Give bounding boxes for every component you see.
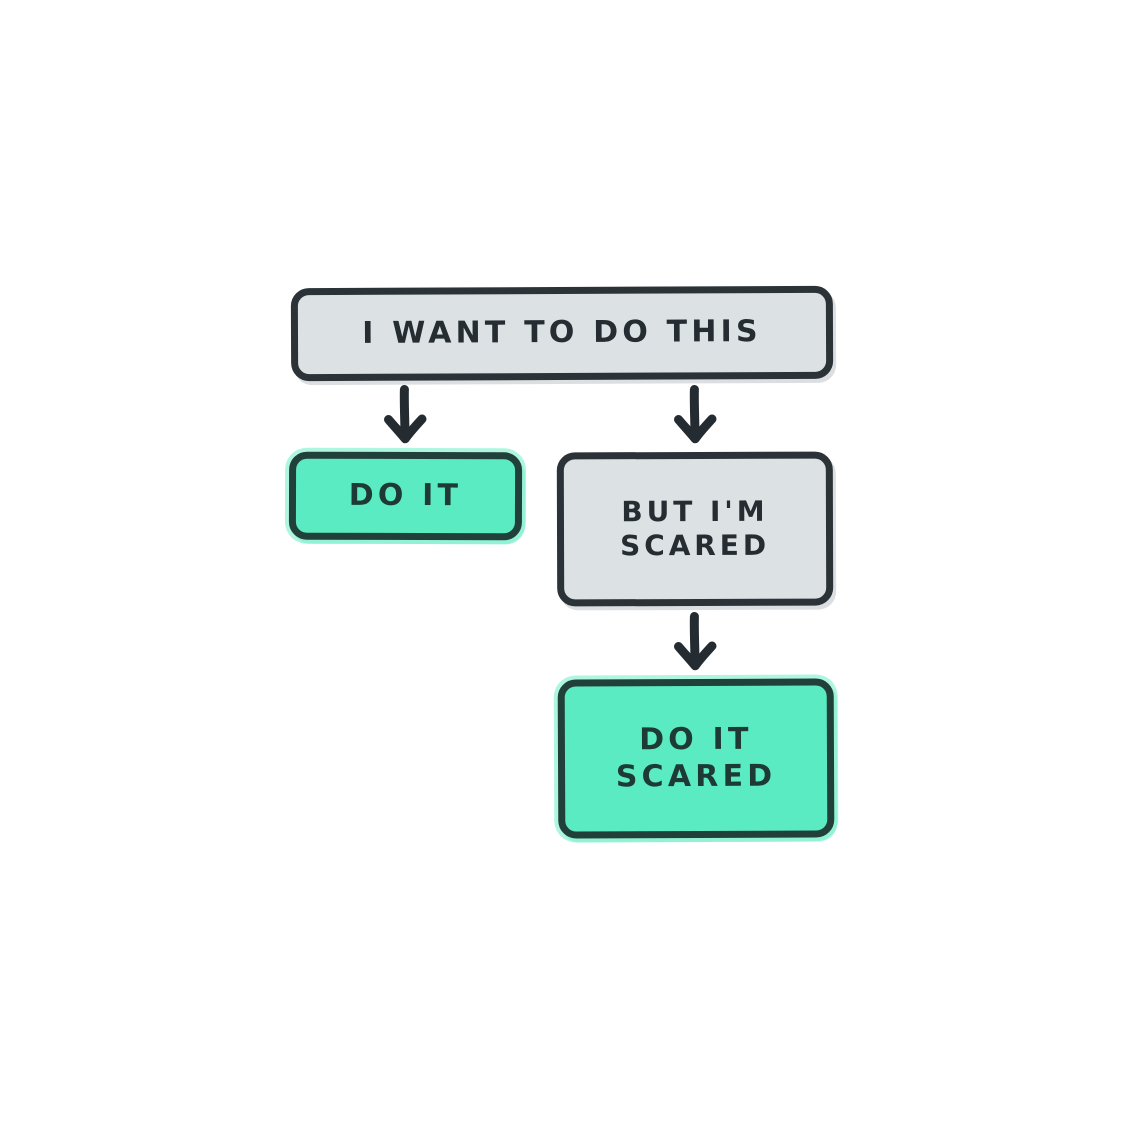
node-label: BUT I'M SCARED [620,494,771,563]
node-label: DO IT [348,477,463,513]
node-label: I WANT TO DO THIS [362,314,762,352]
node-do-it-scared[interactable]: DO IT SCARED [557,678,835,839]
arrow-down-icon-want-to-doit [378,385,432,448]
node-do-it[interactable]: DO IT [288,451,523,541]
arrow-down-icon-scared-to-doitscared [668,612,722,675]
node-but-im-scared[interactable]: BUT I'M SCARED [556,451,834,607]
arrow-down-icon-want-to-scared [668,385,722,448]
node-label: DO IT SCARED [615,721,777,794]
node-i-want-to-do-this[interactable]: I WANT TO DO THIS [290,285,834,382]
